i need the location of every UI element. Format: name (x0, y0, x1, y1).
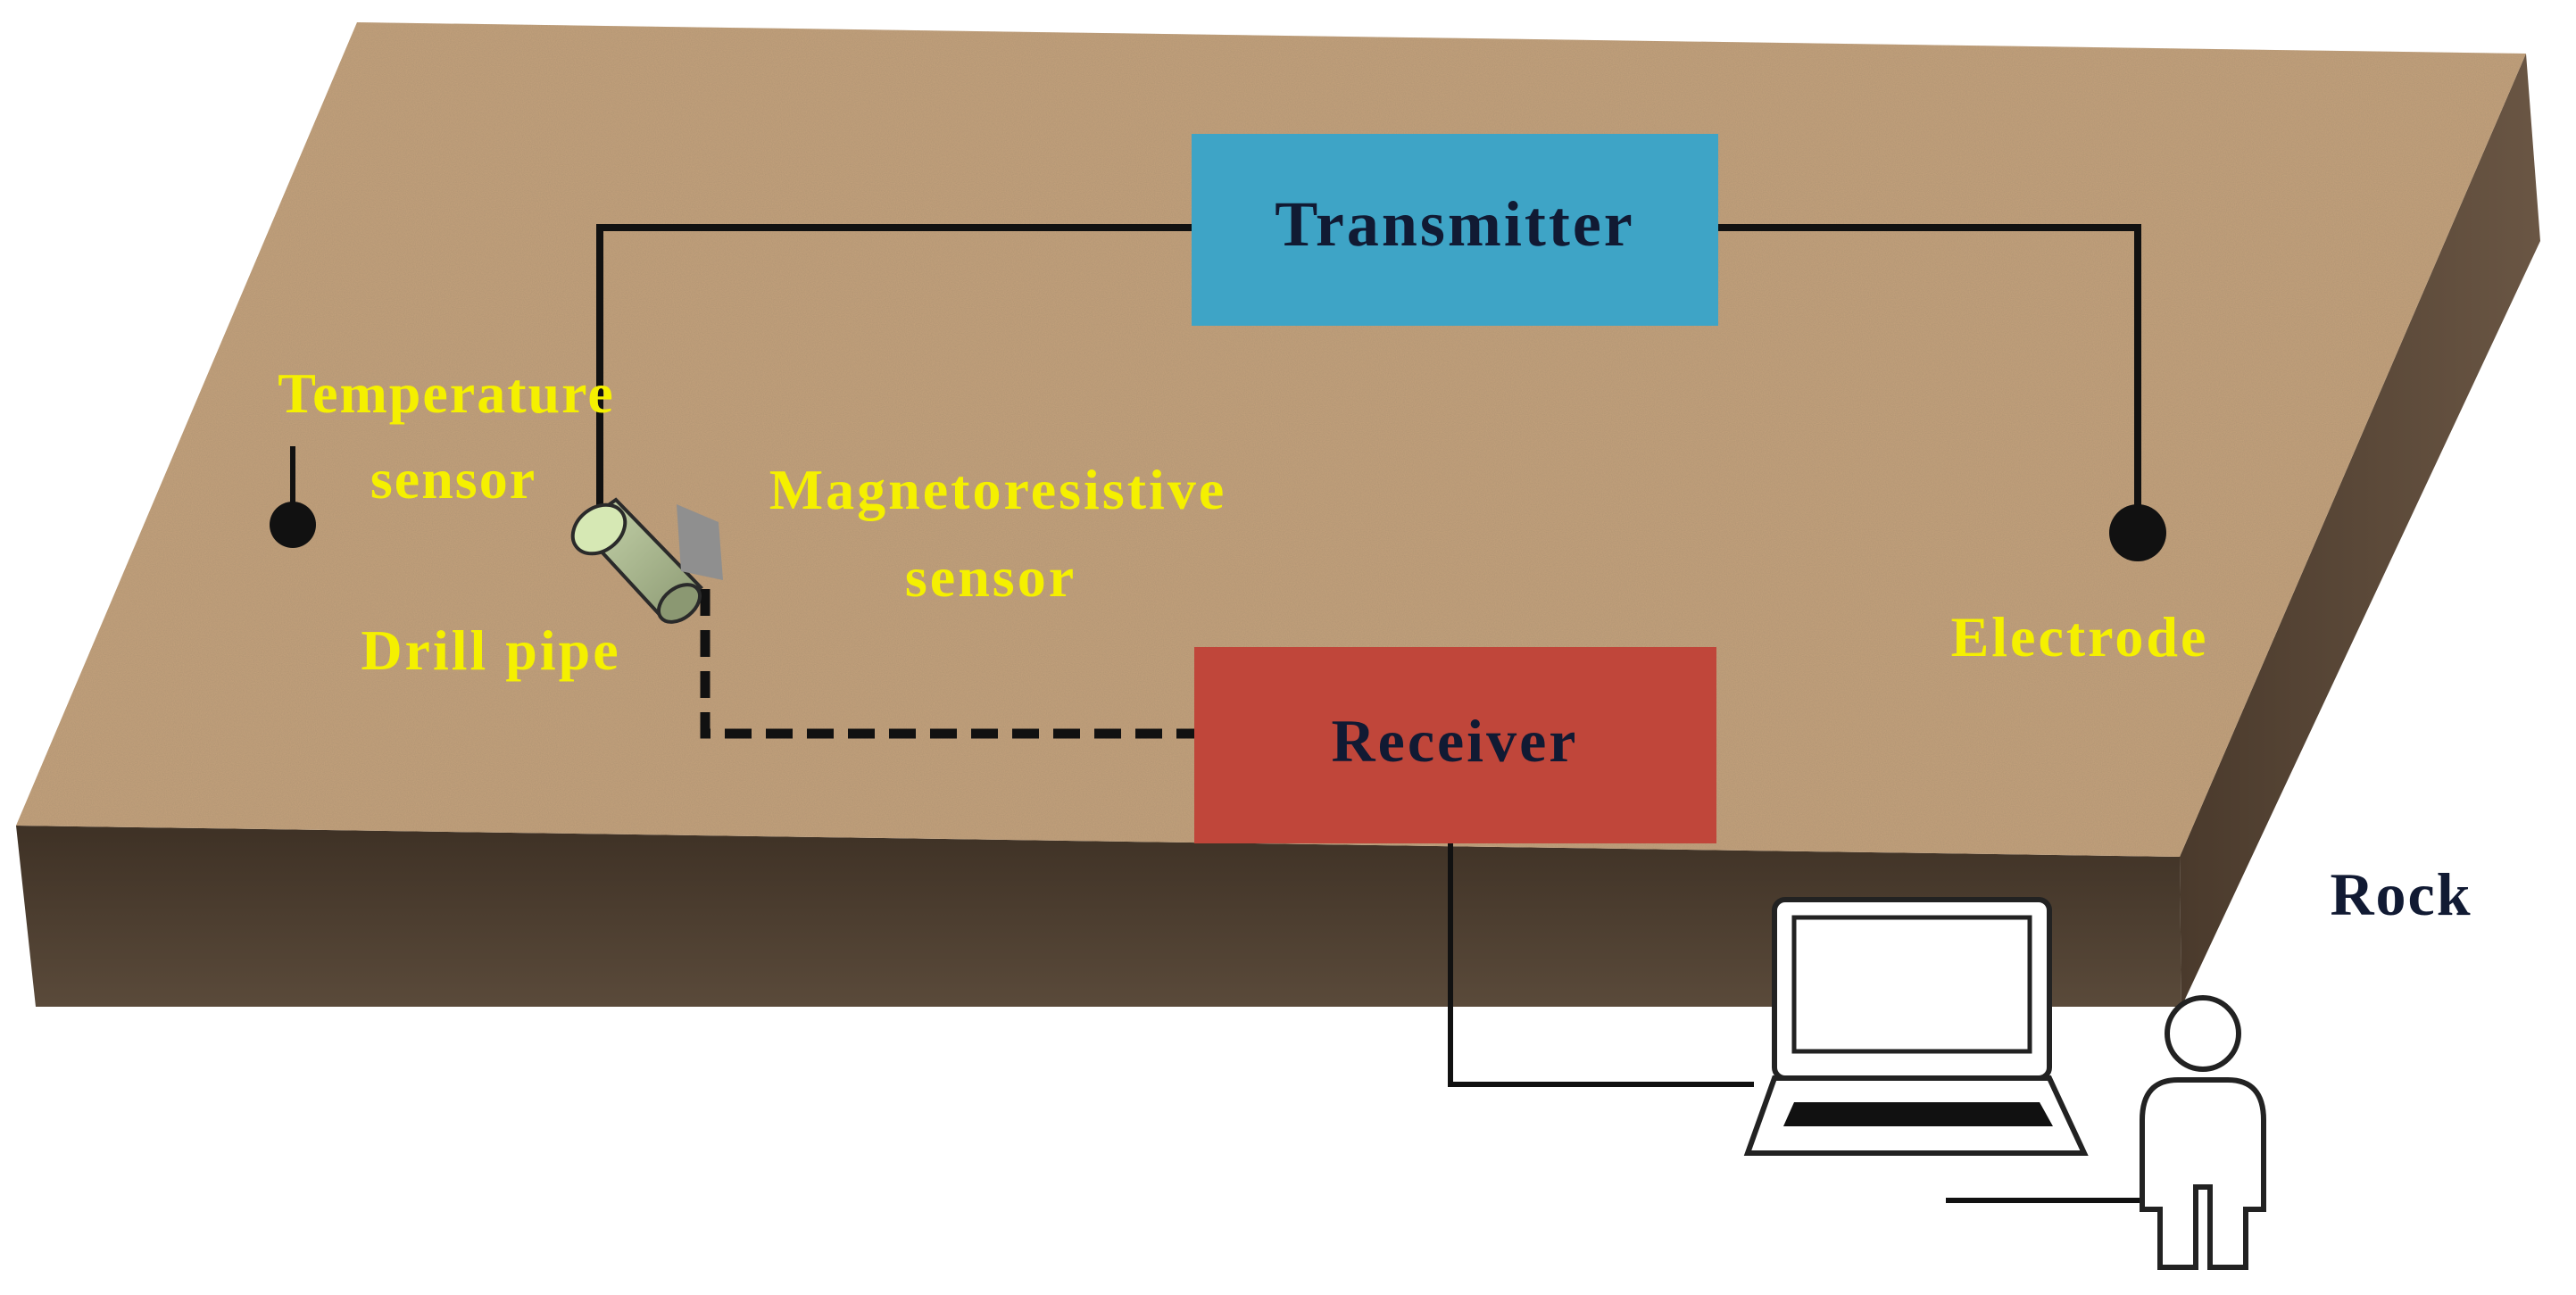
magnetoresistive-sensor-plate (677, 504, 723, 580)
rock-slab-side-face (2180, 54, 2540, 1007)
rock-label: Rock (2330, 860, 2472, 928)
laptop-icon (1743, 897, 2089, 1156)
temperature-sensor-dot (270, 502, 316, 548)
magnetoresistive-sensor-label-line2: sensor (905, 545, 1076, 609)
receiver-box (1194, 647, 1716, 843)
electrode-label: Electrode (1951, 605, 2209, 668)
person-icon (2140, 995, 2266, 1270)
temperature-sensor-label-line2: sensor (370, 447, 536, 511)
rock-slab-front-face (16, 826, 2181, 1007)
temperature-sensor-label-line1: Temperature (278, 361, 615, 425)
transmitter-right-wire (1714, 224, 2141, 531)
receiver-computer-wire (1448, 843, 1754, 1087)
drill-pipe-icon (570, 497, 703, 624)
drill-pipe-label: Drill pipe (361, 618, 620, 682)
transmitter-left-wire (596, 224, 1192, 518)
receiver-label: Receiver (1332, 707, 1579, 775)
sensor-dashed-wire (700, 589, 1194, 739)
transmitter-box (1192, 134, 1718, 326)
magnetoresistive-sensor-label-line1: Magnetoresistive (769, 458, 1226, 521)
electrode-dot (2109, 504, 2166, 561)
transmitter-label: Transmitter (1275, 188, 1635, 260)
